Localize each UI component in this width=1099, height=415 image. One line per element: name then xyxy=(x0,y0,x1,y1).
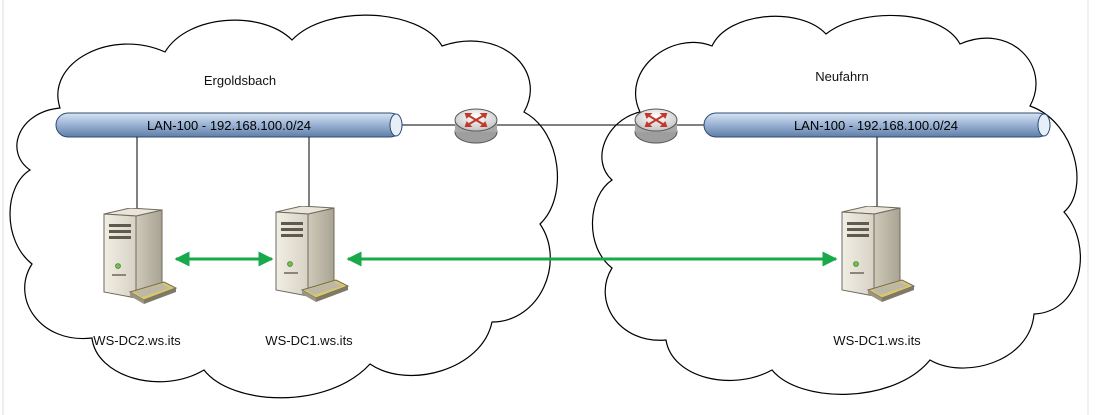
router-icon xyxy=(454,108,498,144)
server-label-ws-dc1-ergoldsbach: WS-DC1.ws.its xyxy=(265,333,353,348)
router-icon xyxy=(634,108,678,144)
lan-label-neufahrn: LAN-100 - 192.168.100.0/24 xyxy=(794,118,958,133)
lan-bar-ergoldsbach: LAN-100 - 192.168.100.0/24 xyxy=(55,112,403,138)
cloud-neufahrn xyxy=(591,14,1081,395)
site-name-neufahrn: Neufahrn xyxy=(815,69,868,84)
lan-label-ergoldsbach: LAN-100 - 192.168.100.0/24 xyxy=(147,118,311,133)
lan-bar-neufahrn: LAN-100 - 192.168.100.0/24 xyxy=(703,112,1051,138)
server-label-ws-dc2: WS-DC2.ws.its xyxy=(93,333,181,348)
server-label-ws-dc1-neufahrn: WS-DC1.ws.its xyxy=(833,333,921,348)
site-name-ergoldsbach: Ergoldsbach xyxy=(204,73,276,88)
